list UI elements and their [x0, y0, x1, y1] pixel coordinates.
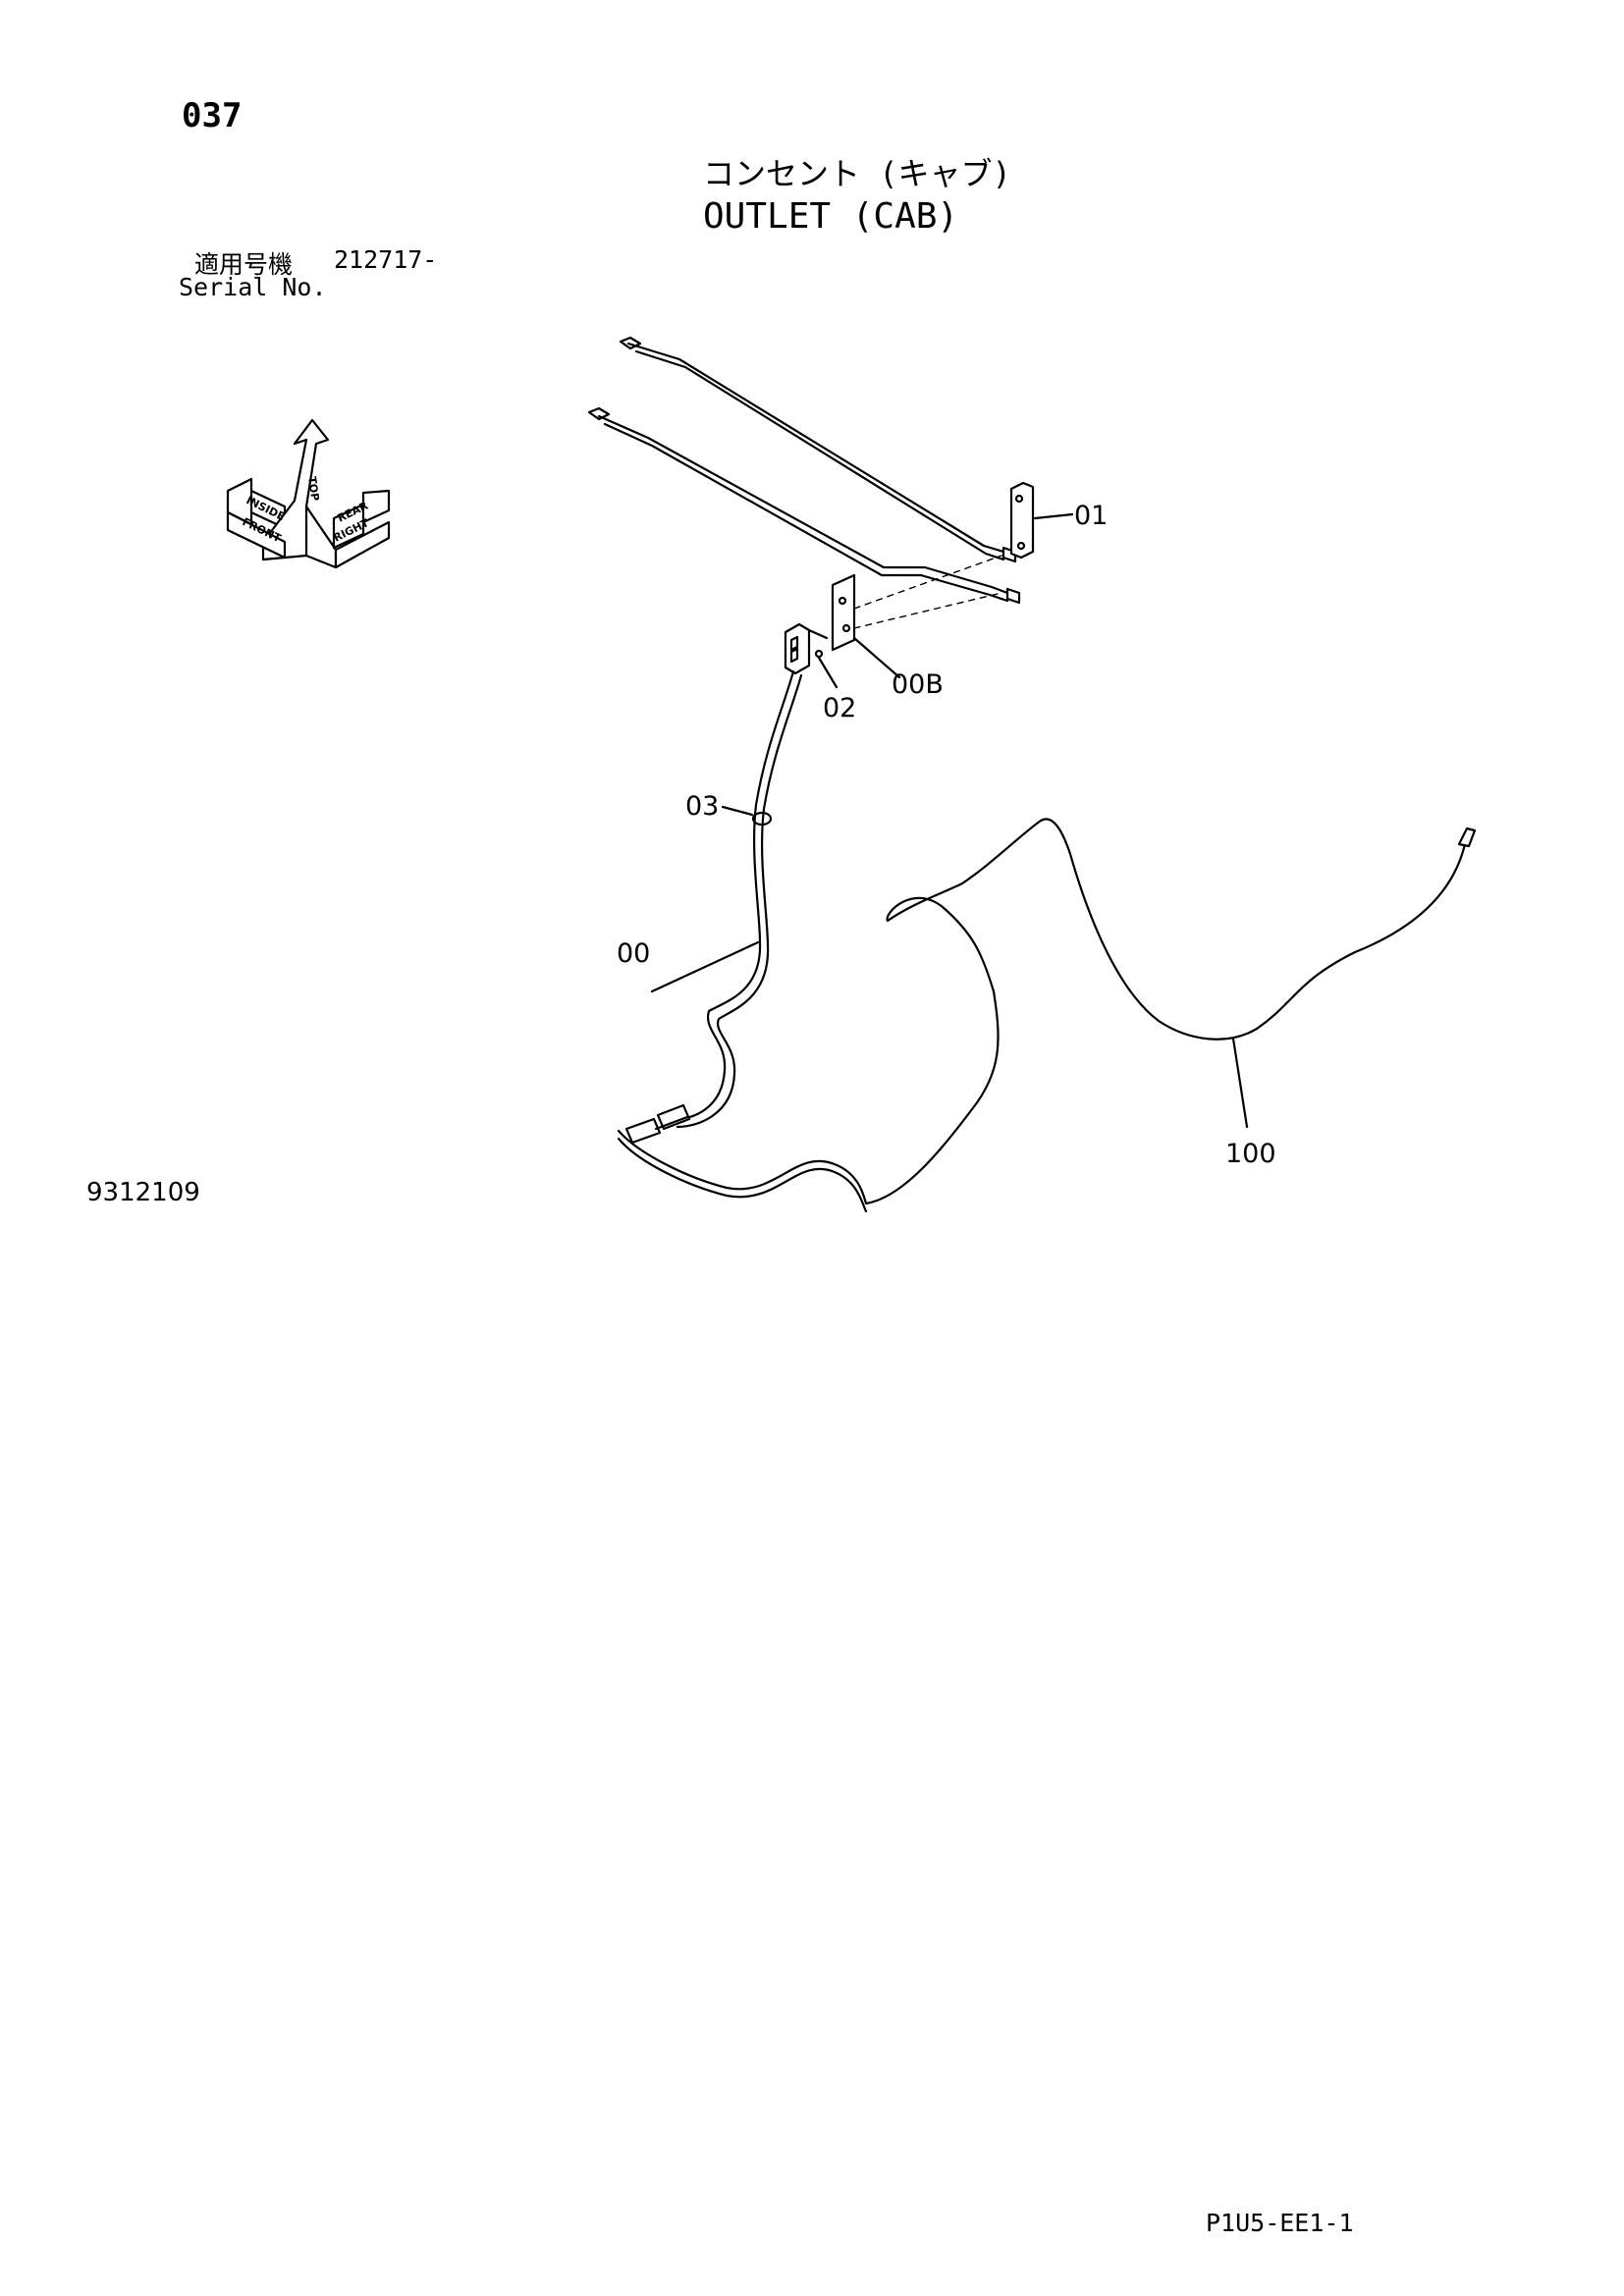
callout-03: 03 [685, 791, 719, 822]
orientation-indicator-icon [226, 418, 391, 569]
bracket-01 [1009, 481, 1074, 560]
upper-battery-cable [619, 336, 1017, 563]
cable-100 [617, 818, 1477, 1213]
orientation-top-label: TOP [305, 476, 321, 502]
harness-00 [624, 669, 803, 1145]
drawing-number: 9312109 [86, 1178, 200, 1207]
callout-00B: 00B [892, 669, 944, 700]
serial-label: Serial No. [179, 273, 327, 301]
callout-100: 100 [1225, 1139, 1276, 1169]
callout-00: 00 [617, 938, 650, 969]
screw-02 [814, 649, 839, 689]
page-code: P1U5-EE1-1 [1206, 2209, 1354, 2237]
page-title: OUTLET (CAB) [703, 196, 959, 237]
page-title-japanese: コンセント (キャブ) [703, 155, 1011, 192]
clamp-03 [721, 805, 773, 827]
mounting-plate-00B [831, 555, 1002, 679]
callout-02: 02 [823, 693, 856, 723]
page-number: 037 [182, 96, 243, 135]
serial-label-japanese: 適用号機 [194, 250, 294, 279]
serial-number-value: 212717- [334, 245, 438, 274]
callout-01: 01 [1074, 501, 1108, 531]
outlet-socket [784, 622, 829, 675]
lower-battery-cable [587, 406, 1021, 605]
